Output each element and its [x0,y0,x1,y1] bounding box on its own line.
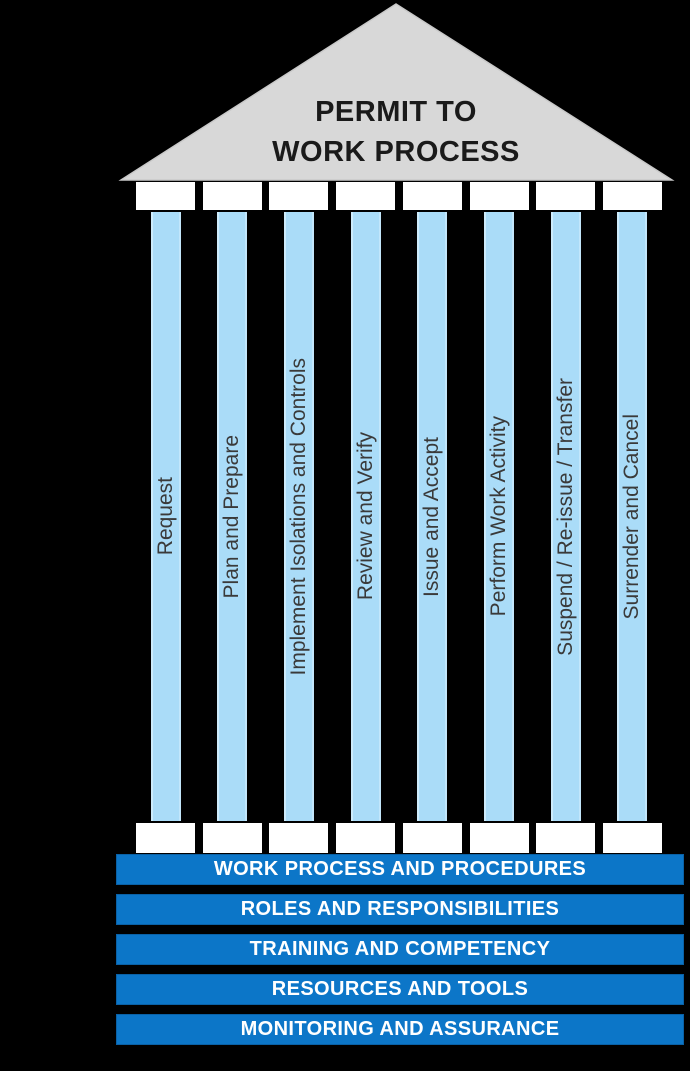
foundation-bar-training-and-competency: TRAINING AND COMPETENCY [116,934,684,965]
pillar-plinth [336,823,396,853]
pillar-column-plan-and-prepare: Plan and Prepare [202,182,262,853]
foundation-bar-roles-and-responsibilities: ROLES AND RESPONSIBILITIES [116,894,684,925]
pillar-column-perform-work-activity: Perform Work Activity [469,182,529,853]
pillar-shaft: Review and Verify [350,212,381,821]
pillar-capital [602,182,662,210]
foundation-bar-label: RESOURCES AND TOOLS [271,978,529,1000]
pillar-label: Suspend / Re-issue / Transfer [553,377,577,656]
pillar-column-suspend-reissue-transfer: Suspend / Re-issue / Transfer [536,182,596,853]
pillar-capital [202,182,262,210]
pillar-column-implement-isolations: Implement Isolations and Controls [269,182,329,853]
foundation-bar-resources-and-tools: RESOURCES AND TOOLS [116,974,684,1005]
foundation: WORK PROCESS AND PROCEDURES ROLES AND RE… [116,854,684,1045]
pillar-plinth [536,823,596,853]
foundation-bar-label: ROLES AND RESPONSIBILITIES [240,898,560,920]
pillar-column-request: Request [136,182,195,853]
pillar-label: Plan and Prepare [220,434,244,599]
pillar-plinth [402,823,462,853]
foundation-bar-monitoring-and-assurance: MONITORING AND ASSURANCE [116,1014,684,1045]
foundation-bar-label: MONITORING AND ASSURANCE [240,1018,560,1040]
pillar-plinth [602,823,662,853]
pediment-triangle [118,3,675,181]
pillar-column-review-and-verify: Review and Verify [336,182,396,853]
pillar-label: Surrender and Cancel [620,413,644,620]
pillar-capital [536,182,596,210]
pillar-shaft: Suspend / Re-issue / Transfer [550,212,581,821]
pediment-title-line2: WORK PROCESS [272,136,520,168]
pillar-capital [136,182,195,210]
pillar-capital [469,182,529,210]
pillar-shaft: Request [150,212,181,821]
pillar-shaft: Plan and Prepare [217,212,248,821]
colonnade: Request Plan and Prepare Implement Isola… [136,182,662,853]
foundation-bar-label: WORK PROCESS AND PROCEDURES [213,858,587,880]
pillar-plinth [469,823,529,853]
foundation-bar-work-process-and-procedures: WORK PROCESS AND PROCEDURES [116,854,684,885]
pillar-label: Perform Work Activity [487,416,511,617]
pediment-roof [118,3,675,181]
pillar-plinth [269,823,329,853]
pediment-title-line1: PERMIT TO [315,96,477,128]
pillar-plinth [136,823,195,853]
pillar-capital [336,182,396,210]
pillar-column-surrender-and-cancel: Surrender and Cancel [602,182,662,853]
pillar-plinth [202,823,262,853]
pillar-shaft: Surrender and Cancel [617,212,648,821]
pillar-shaft: Issue and Accept [417,212,448,821]
foundation-bar-label: TRAINING AND COMPETENCY [249,938,551,960]
pillar-label: Request [153,477,177,556]
pillar-label: Review and Verify [353,432,377,601]
pillar-capital [402,182,462,210]
pillar-shaft: Implement Isolations and Controls [283,212,314,821]
pillar-capital [269,182,329,210]
pillar-label: Implement Isolations and Controls [286,357,310,676]
pillar-shaft: Perform Work Activity [484,212,515,821]
pediment-title: PERMIT TO WORK PROCESS [196,92,596,172]
pillar-column-issue-and-accept: Issue and Accept [402,182,462,853]
pillar-label: Issue and Accept [420,436,444,597]
